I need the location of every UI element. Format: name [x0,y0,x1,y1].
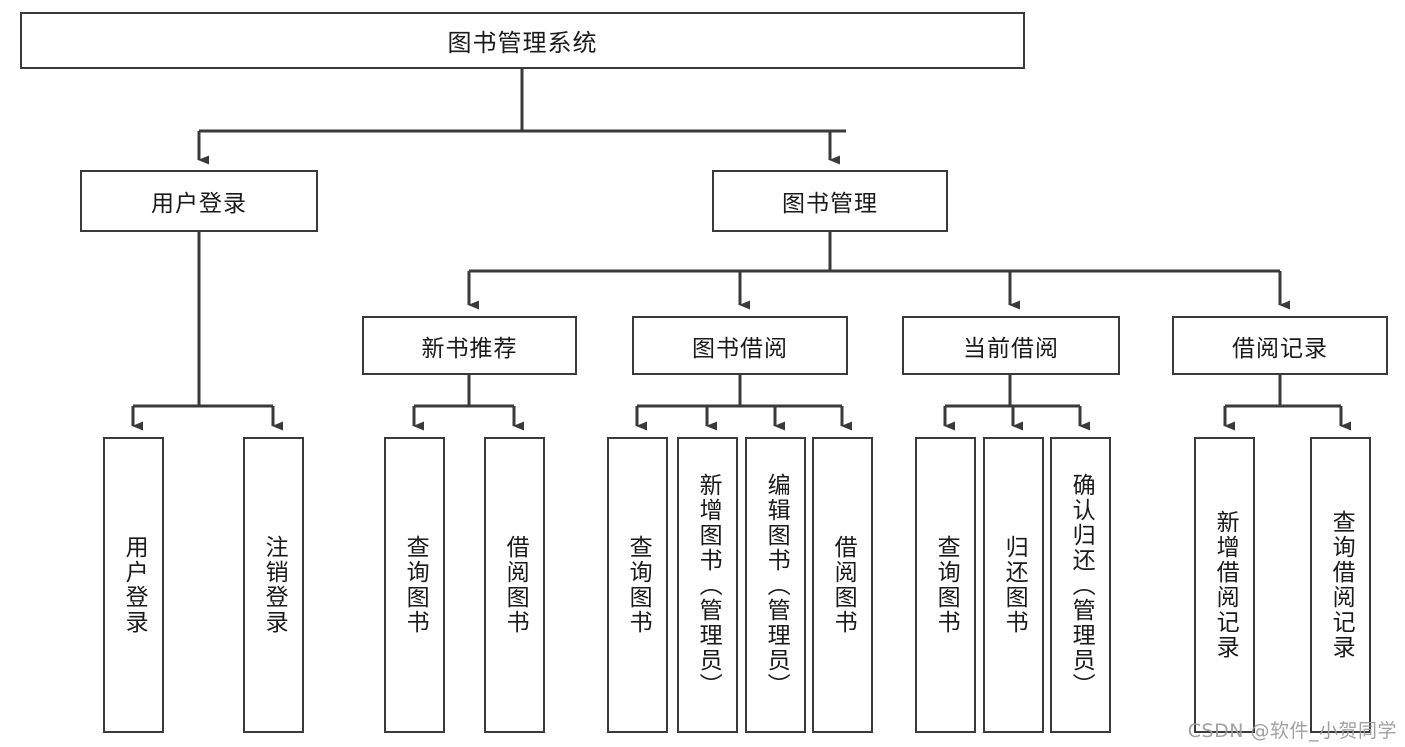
leaf-label: 查询图书 [933,535,960,635]
node-book-borrow[interactable]: 图书借阅 [632,316,848,375]
node-borrow-records[interactable]: 借阅记录 [1172,316,1388,375]
leaf-user-login-logout[interactable]: 注销登录 [243,437,304,733]
leaf-label: 编辑图书（管理员） [763,472,790,698]
node-current-borrow[interactable]: 当前借阅 [902,316,1120,375]
leaf-new-book-query[interactable]: 查询图书 [384,437,445,733]
leaf-new-book-borrow[interactable]: 借阅图书 [484,437,545,733]
leaf-current-return-book[interactable]: 归还图书 [983,437,1044,733]
leaf-label: 确认归还（管理员） [1068,472,1095,698]
leaf-user-login-login[interactable]: 用户登录 [103,437,164,733]
node-new-book-recommend[interactable]: 新书推荐 [362,316,577,375]
leaf-label: 查询借阅记录 [1328,510,1355,660]
node-user-login[interactable]: 用户登录 [80,170,318,232]
node-root-system[interactable]: 图书管理系统 [20,12,1025,69]
leaf-borrow-edit-book-admin[interactable]: 编辑图书（管理员） [745,437,806,733]
leaf-label: 查询图书 [625,535,652,635]
leaf-label: 新增借阅记录 [1212,510,1239,660]
node-book-management[interactable]: 图书管理 [712,170,948,232]
leaf-current-query-book[interactable]: 查询图书 [915,437,976,733]
leaf-borrow-add-book-admin[interactable]: 新增图书（管理员） [677,437,738,733]
leaf-records-query-record[interactable]: 查询借阅记录 [1310,437,1371,733]
leaf-label: 用户登录 [121,535,148,635]
leaf-current-confirm-return-admin[interactable]: 确认归还（管理员） [1050,437,1111,733]
leaf-label: 借阅图书 [502,535,529,635]
leaf-label: 借阅图书 [830,535,857,635]
leaf-label: 归还图书 [1001,535,1028,635]
leaf-label: 注销登录 [261,535,288,635]
leaf-borrow-query-book[interactable]: 查询图书 [607,437,668,733]
leaf-label: 查询图书 [402,535,429,635]
leaf-records-add-record[interactable]: 新增借阅记录 [1194,437,1255,733]
leaf-borrow-borrow-book[interactable]: 借阅图书 [812,437,873,733]
leaf-label: 新增图书（管理员） [695,472,722,698]
watermark-text: CSDN @软件_小贺同学 [1187,720,1397,742]
